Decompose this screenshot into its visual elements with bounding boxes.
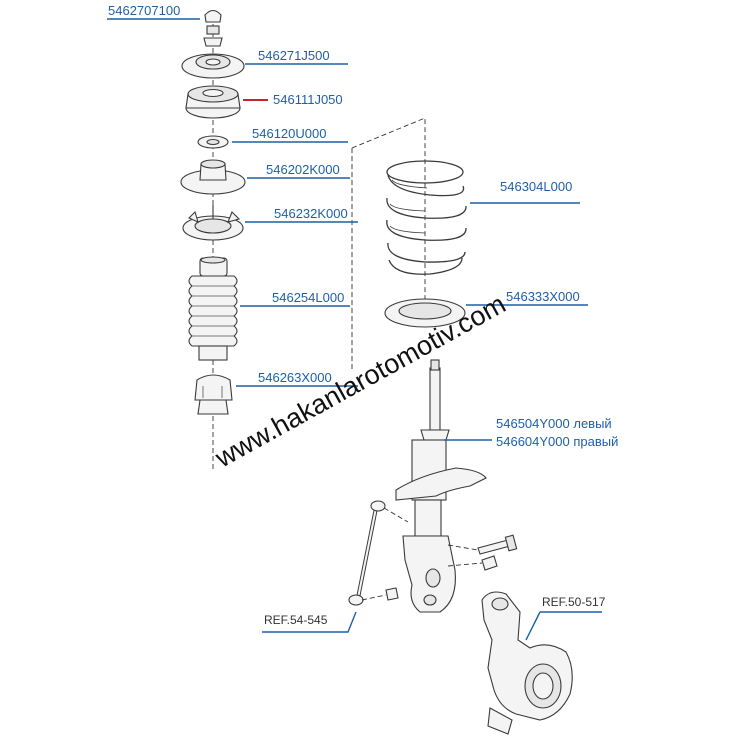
bump-stop [194,374,233,415]
leader-r1 [262,611,357,633]
shock-absorber [395,359,487,613]
dust-boot [188,256,238,361]
leader-r2 [525,611,541,641]
part-label: 546504Y000 левый [496,416,612,431]
spacer-washer [197,135,229,149]
ref-label: REF.50-517 [542,595,606,609]
strut-bearing [185,85,241,119]
bearing-washer [181,53,245,79]
part-label: 546254L000 [272,290,344,305]
coil-spring [386,160,467,275]
part-label: 546333X000 [506,289,580,304]
upper-spring-seat [180,159,246,195]
part-label: 546604Y000 правый [496,434,618,449]
part-label: 546232K000 [274,206,348,221]
part-label: 546263X000 [258,370,332,385]
spring-bound [351,117,426,325]
spring-seat [182,205,244,241]
part-label: 5462707100 [108,3,180,18]
part-label: 546111J050 [273,92,343,107]
part-label: 546304L000 [500,179,572,194]
ref-label: REF.54-545 [264,613,328,627]
spring-pad [384,298,466,328]
cap-nut [203,9,223,47]
steering-knuckle [481,591,573,735]
mounting-bolt [447,534,518,571]
part-label: 546202K000 [266,162,340,177]
part-label: 546120U000 [252,126,326,141]
stabilizer-link [348,500,409,606]
watermark: www.hakanlarotomotiv.com [209,289,510,474]
part-label: 546271J500 [258,48,330,63]
